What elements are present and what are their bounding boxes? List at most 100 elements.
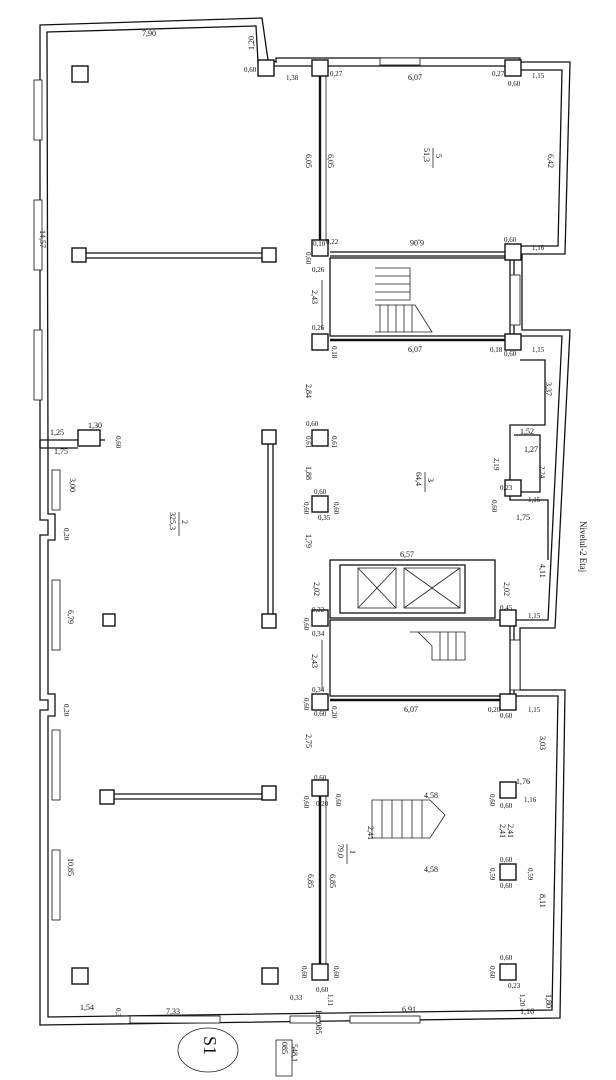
dim-bottom-right: 6,91	[402, 1005, 416, 1014]
dim-wall-a-2: 0,27	[492, 70, 505, 78]
dim-col-15: 0,60	[314, 774, 327, 782]
dim-wall-n-2: 0,23	[508, 982, 521, 990]
dim-lift-width: 6,57	[400, 550, 414, 559]
dim-corner-c-3: 1,15	[528, 496, 541, 504]
dim-col-14: 0,60	[500, 712, 513, 720]
dim-col-9: 0,60	[332, 502, 340, 515]
dim-col-2: 0,60	[508, 80, 521, 88]
dim-r5-left-2: 6,05	[326, 154, 335, 168]
dim-wall-k-2: 0,59	[526, 868, 534, 881]
windows	[33, 57, 521, 1024]
room-3-number: 3	[426, 478, 435, 482]
dim-col-13: 0,60	[314, 710, 327, 718]
dim-corner-i: 1,20	[518, 994, 526, 1007]
dim-col-24: 0,60	[300, 966, 308, 979]
area-note: Inc.085	[314, 1010, 323, 1034]
area-box: 085 548,1 Inc.085	[275, 1010, 323, 1077]
dim-corner-g: 1,54	[80, 1003, 94, 1012]
room-3-label: 3 64,4	[414, 472, 435, 492]
dim-r3-wall: 6,07	[408, 345, 422, 354]
room-2-label: 2 325,3	[168, 512, 189, 536]
area-box-text: 085	[280, 1042, 289, 1054]
dim-corner-c-2: 1,15	[532, 346, 545, 354]
dim-left-upper-small: 3,00	[68, 478, 77, 492]
dim-corner-h: 1,16	[524, 796, 537, 804]
dim-r3-small-h: 2,19	[492, 458, 500, 471]
dim-r1-left-lower2: 6,85	[328, 874, 337, 888]
dim-corner-c-1: 1,15	[532, 72, 545, 80]
dim-r3-left: 2,84	[304, 384, 313, 398]
dim-bottom-left: 7,33	[166, 1007, 180, 1016]
dim-r1-stair-h3: 2,41	[506, 824, 515, 838]
dim-col-5: 0,60	[504, 350, 517, 358]
dim-r1-stair-top: 4,58	[424, 791, 438, 800]
dim-corner-c-5: 1,15	[528, 706, 541, 714]
dim-r3-step2: 1,27	[524, 445, 538, 454]
dim-wall-n-1: 0,23	[500, 484, 513, 492]
dim-r1-left-upper: 2,75	[304, 734, 313, 748]
dim-r3-lower: 1,79	[304, 534, 313, 548]
dim-corner-a: 1,20	[247, 36, 256, 50]
dim-r1-left-lower: 6,85	[306, 874, 315, 888]
dim-col-20: 0,60	[500, 856, 513, 864]
dim-col-6: 0,60	[306, 420, 319, 428]
dim-left-mid: 6,79	[66, 610, 75, 624]
room-2-area: 325,3	[168, 512, 177, 530]
dim-r1-right-step: 1,76	[516, 777, 530, 786]
dim-corner-c-4: 1,15	[528, 612, 541, 620]
dim-col-17: 0,60	[334, 794, 342, 807]
dim-col-12: 0,60	[302, 698, 310, 711]
room-1-label: 1 79,0	[336, 844, 357, 864]
columns	[71, 59, 522, 985]
interior-walls	[318, 72, 549, 968]
dim-wall-i-2: 0,61	[330, 436, 338, 449]
dim-wall-l: 0,10	[313, 240, 326, 248]
dim-r3-foot-2: 1,75	[54, 447, 68, 456]
dim-r1-stair-h: 2,41	[366, 826, 375, 840]
dim-r5-bottom: 6,06	[410, 238, 424, 247]
dim-corner-f: 1,30	[88, 421, 102, 430]
dim-col-19: 0,60	[500, 802, 513, 810]
dim-r5-left: 6,05	[304, 154, 313, 168]
dim-r3-right: 3,37	[544, 382, 553, 396]
dim-corner-b: 1,38	[286, 74, 299, 82]
dim-r1-top-wall: 6,07	[404, 705, 418, 714]
dim-r1-stair-h2: 2,41	[498, 824, 507, 838]
dim-col-11: 0,60	[302, 618, 310, 631]
dim-col-1: 0,60	[244, 66, 257, 74]
plan-title: Nivelul-2 Etaj	[578, 521, 588, 572]
dim-r1-right-foot: 1,80	[544, 994, 553, 1008]
dim-wall-h-2: 0,22	[312, 606, 325, 614]
dim-wall-f: 0,45	[500, 604, 513, 612]
dim-wall-b-1: 0,26	[312, 266, 325, 274]
dim-col-18: 0,60	[488, 794, 496, 807]
dim-top-right: 6,07	[408, 73, 422, 82]
room-5-number: 5	[434, 154, 443, 158]
dim-wall-g-1: 0,34	[312, 630, 325, 638]
dim-wall-j: 0,35	[318, 514, 331, 522]
dim-col-8: 0,60	[302, 502, 310, 515]
room-1-area: 79,0	[336, 844, 345, 858]
room-1-number: 1	[348, 850, 357, 854]
dim-col-4: 0,60	[504, 236, 517, 244]
dim-lift-left: 2,02	[312, 582, 321, 596]
dim-stair2-height: 2,43	[310, 654, 319, 668]
room-2-number: 2	[180, 520, 189, 524]
signature: S1	[177, 1027, 239, 1073]
dim-r1-stair-bottom: 4,58	[424, 865, 438, 874]
beams	[71, 247, 277, 805]
dim-corner-d-2: 1,16	[520, 1007, 534, 1016]
dim-r5-right: 6,42	[546, 154, 555, 168]
dim-corner-d-1: 1,16	[532, 244, 545, 252]
dim-col-26: 0,60	[316, 986, 329, 994]
dim-lift-right: 2,02	[502, 582, 511, 596]
dim-col-27: 0,60	[114, 436, 122, 449]
dim-left-upper: 14,57	[38, 230, 47, 248]
dim-r3-mid: 1,88	[304, 466, 313, 480]
dim-wall-c-4: 0,20	[62, 528, 70, 541]
room-labels: 5 51,3 3 64,4 2 325,3 1 79,0	[168, 148, 443, 864]
dim-wall-d-2: 0,18	[490, 346, 503, 354]
dim-wall-c-2: 0,20	[488, 706, 501, 714]
dim-r3-foot: 1,75	[516, 513, 530, 522]
